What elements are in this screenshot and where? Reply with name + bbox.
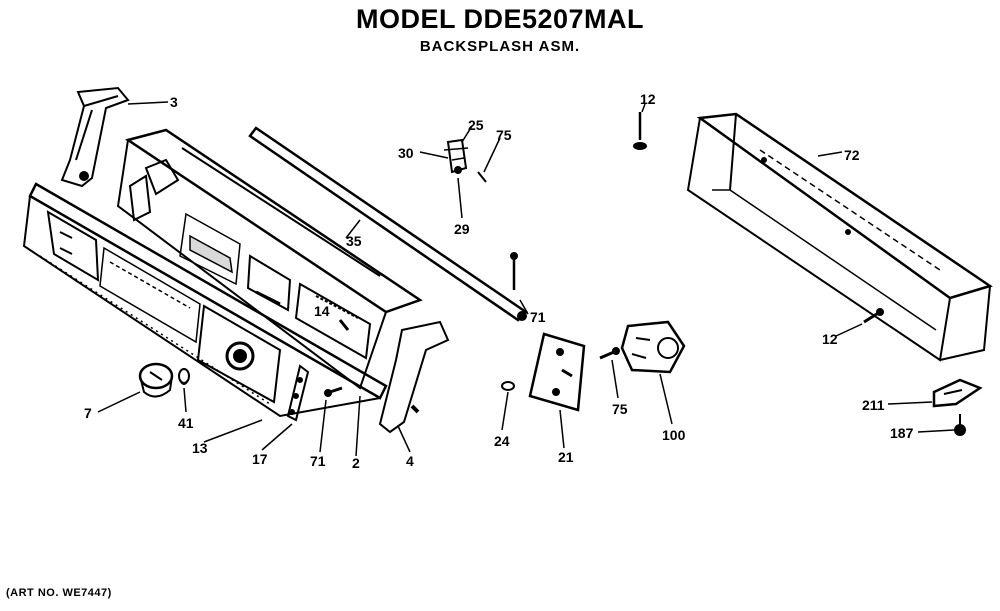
- part-bracket-plate: [528, 332, 586, 412]
- part-screw-12-lower: [863, 308, 884, 324]
- part-control-panel-front: [22, 182, 388, 418]
- callout-12-lower: 12: [822, 331, 838, 347]
- part-screw-187: [954, 414, 966, 436]
- part-rear-cover: [686, 112, 993, 362]
- callout-75-lower: 75: [612, 401, 628, 417]
- part-screw-75: [599, 347, 620, 360]
- part-backsplash-body: [116, 128, 423, 390]
- part-clip-24: [501, 381, 515, 391]
- callout-29: 29: [454, 221, 470, 237]
- callout-24: 24: [494, 433, 510, 449]
- callout-14: 14: [314, 303, 330, 319]
- callout-7: 7: [84, 405, 92, 421]
- callout-71-lower: 71: [310, 453, 326, 469]
- callout-3: 3: [170, 94, 178, 110]
- callout-21: 21: [558, 449, 574, 465]
- callout-2: 2: [352, 455, 360, 471]
- part-end-cap-right: [378, 320, 450, 434]
- diagram-title: MODEL DDE5207MAL: [355, 4, 645, 34]
- callout-17: 17: [252, 451, 268, 467]
- part-switch-cluster: [443, 138, 487, 183]
- callout-12-upper: 12: [640, 91, 656, 107]
- leader-lines: [97, 101, 955, 457]
- callout-35: 35: [346, 233, 362, 249]
- part-end-cap-left: [60, 86, 130, 188]
- callout-75-upper: 75: [496, 127, 512, 143]
- callout-25: 25: [468, 117, 484, 133]
- callout-72: 72: [844, 147, 860, 163]
- part-screw-strip: [286, 364, 310, 422]
- callout-4: 4: [406, 453, 414, 469]
- callout-71-upper: 71: [530, 309, 546, 325]
- part-knob: [138, 362, 174, 398]
- part-timer: [620, 320, 686, 374]
- part-clip: [178, 368, 190, 385]
- part-bracket-211: [932, 378, 983, 408]
- callout-187: 187: [890, 425, 914, 441]
- part-rod: [248, 126, 528, 322]
- callout-41: 41: [178, 415, 194, 431]
- callout-13: 13: [192, 440, 208, 456]
- callout-30: 30: [398, 145, 414, 161]
- part-screw-upper: [510, 252, 518, 290]
- part-screw-12-upper: [633, 112, 647, 150]
- diagram-subtitle: BACKSPLASH ASM.: [419, 38, 581, 55]
- part-screw-lower: [324, 386, 343, 397]
- callout-100: 100: [662, 427, 686, 443]
- callout-211: 211: [862, 397, 885, 413]
- art-number: (ART NO. WE7447): [6, 587, 112, 599]
